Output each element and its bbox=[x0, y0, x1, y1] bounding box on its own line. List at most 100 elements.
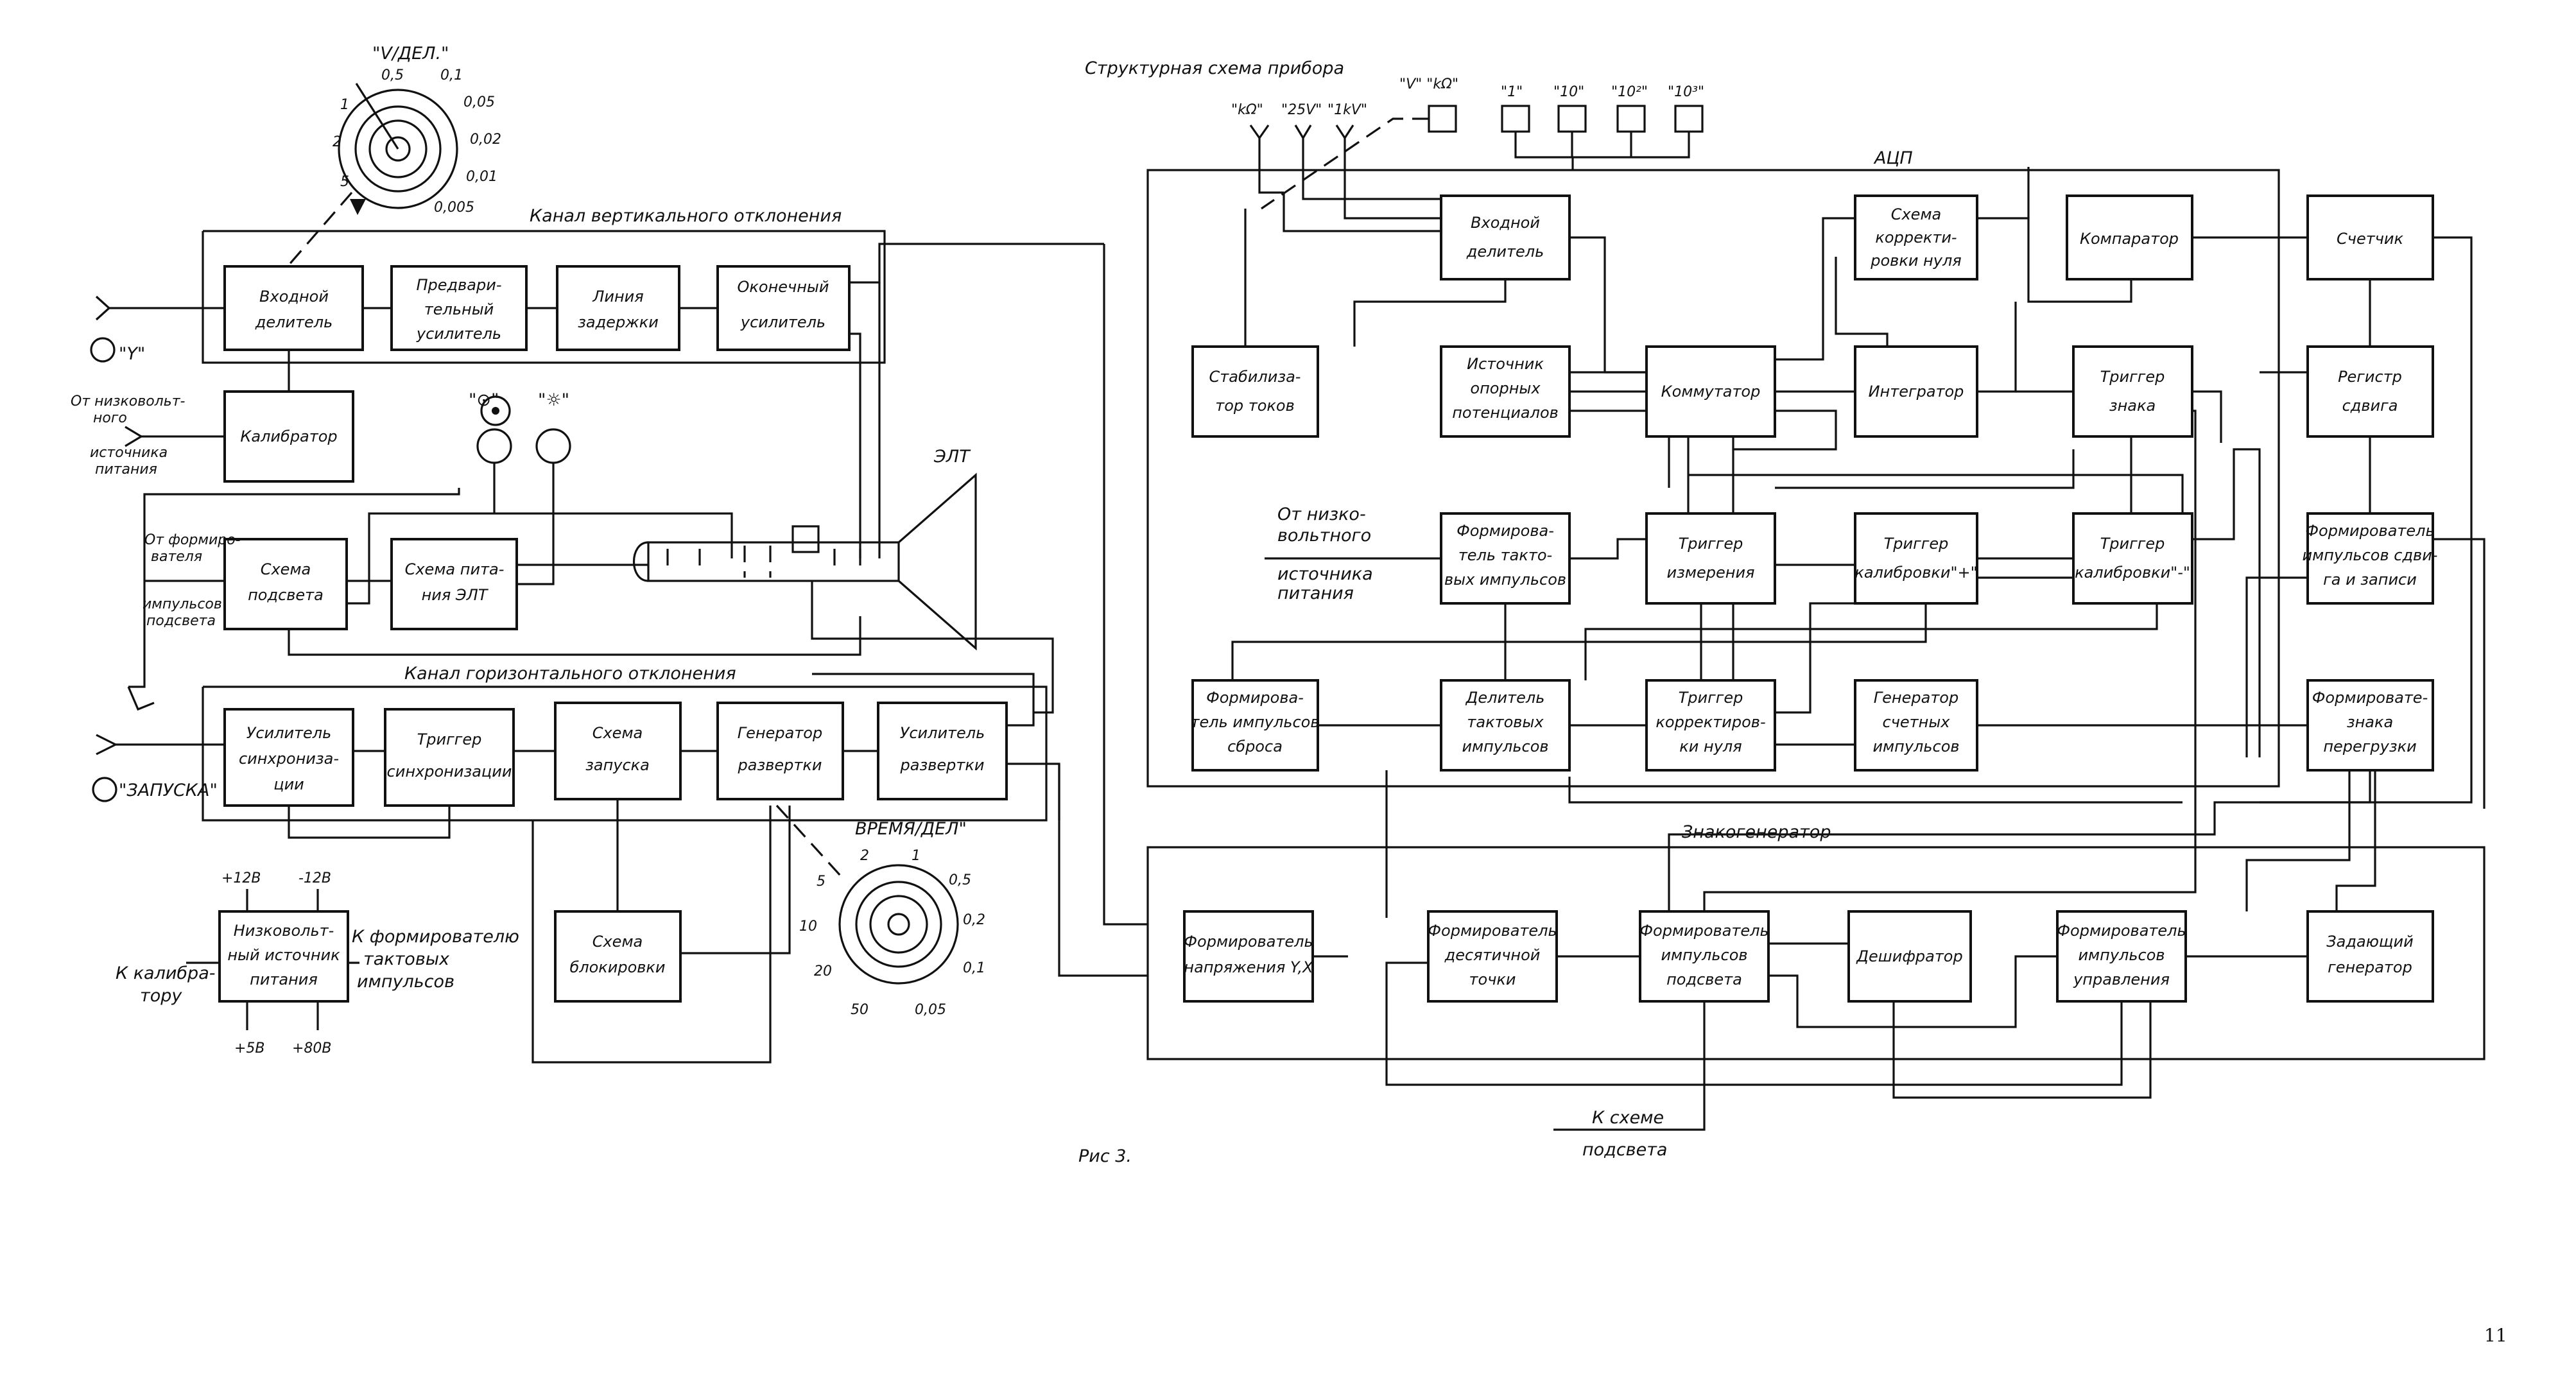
svg-text:синхронизации: синхронизации bbox=[387, 763, 512, 781]
decimal-point-shaper: Формирователь десятичной точки bbox=[1427, 910, 1558, 1003]
reference-source: Источник опорных потенциалов bbox=[1440, 345, 1571, 438]
svg-text:Схема пита-: Схема пита- bbox=[405, 560, 505, 578]
svg-text:Триггер: Триггер bbox=[1679, 689, 1743, 707]
voltmeter-diagram: Структурная схема прибора "kΩ" "25V" "1k… bbox=[1085, 58, 2485, 1160]
svg-text:перегрузки: перегрузки bbox=[2323, 737, 2416, 755]
to-clock-shaper: импульсов bbox=[357, 972, 454, 992]
svg-text:питания: питания bbox=[250, 970, 318, 988]
svg-text:Низковольт-: Низковольт- bbox=[234, 922, 334, 940]
vx-voltage-shaper: Формирователь напряжения Y,X bbox=[1183, 910, 1314, 1003]
crt-tube: ЭЛТ bbox=[633, 447, 977, 651]
svg-text:Триггер: Триггер bbox=[2100, 368, 2165, 386]
control-pulse-shaper: Формирователь импульсов управления bbox=[2056, 910, 2187, 1003]
svg-text:тактовых: тактовых bbox=[1467, 713, 1544, 731]
master-oscillator: Задающий генератор bbox=[2306, 910, 2434, 1003]
svg-text:Триггер: Триггер bbox=[1679, 535, 1743, 553]
svg-text:импульсов сдви-: импульсов сдви- bbox=[2303, 546, 2438, 564]
svg-text:Триггер: Триггер bbox=[417, 730, 482, 748]
sweep-generator: Генератор развертки bbox=[716, 702, 844, 800]
counter: Счетчик bbox=[2306, 194, 2434, 280]
vdiv-tick: 0,01 bbox=[466, 169, 497, 185]
svg-text:га и записи: га и записи bbox=[2323, 571, 2417, 589]
time-tick: 10 bbox=[799, 919, 817, 935]
from-lv-supply-right: источника bbox=[1277, 564, 1373, 584]
svg-text:запуска: запуска bbox=[585, 756, 650, 774]
adc-input-divider: Входной делитель bbox=[1440, 194, 1571, 280]
svg-text:Дешифратор: Дешифратор bbox=[1856, 947, 1962, 965]
svg-text:корректи-: корректи- bbox=[1875, 229, 1957, 246]
svg-text:тор токов: тор токов bbox=[1215, 397, 1295, 415]
svg-text:импульсов: импульсов bbox=[1872, 737, 1959, 755]
svg-text:Делитель: Делитель bbox=[1465, 689, 1545, 707]
svg-text:Формирователь: Формирователь bbox=[2305, 522, 2434, 540]
sign-trigger: Триггер знака bbox=[2072, 345, 2193, 438]
svg-text:Схема: Схема bbox=[592, 724, 643, 742]
comparator: Компаратор bbox=[2066, 194, 2193, 280]
svg-text:Формирова-: Формирова- bbox=[1206, 689, 1304, 707]
commutator: Коммутатор bbox=[1645, 345, 1776, 438]
sync-trigger: Триггер синхронизации bbox=[384, 708, 515, 807]
svg-text:Коммутатор: Коммутатор bbox=[1661, 383, 1761, 401]
preamplifier: Предвари- тельный усилитель bbox=[390, 265, 528, 351]
svg-text:счетных: счетных bbox=[1883, 713, 1951, 731]
vdiv-tick: 0,005 bbox=[434, 200, 474, 216]
sync-input-jack-icon[interactable] bbox=[92, 777, 117, 802]
svg-text:усилитель: усилитель bbox=[416, 325, 501, 343]
to-backlight: подсвета bbox=[1582, 1140, 1667, 1160]
svg-text:знака: знака bbox=[2347, 713, 2393, 731]
brightness-knob-icon[interactable] bbox=[535, 428, 571, 464]
sync-amplifier: Усилитель синхрониза- ции bbox=[223, 708, 354, 807]
svg-text:делитель: делитель bbox=[255, 313, 333, 331]
page-number: 11 bbox=[2484, 1325, 2507, 1346]
to-calibrator: тору bbox=[140, 986, 182, 1006]
svg-text:тель импульсов: тель импульсов bbox=[1191, 713, 1320, 731]
svg-text:усилитель: усилитель bbox=[740, 313, 826, 331]
svg-text:развертки: развертки bbox=[738, 756, 822, 774]
svg-text:синхрониза-: синхрониза- bbox=[239, 750, 339, 768]
y-input-jack-icon[interactable] bbox=[90, 337, 116, 363]
svg-text:Входной: Входной bbox=[1471, 214, 1540, 232]
focus-knob-icon[interactable] bbox=[492, 407, 499, 415]
shift-write-shaper: Формирователь импульсов сдви- га и запис… bbox=[2303, 512, 2438, 605]
svg-text:ния ЭЛТ: ния ЭЛТ bbox=[422, 586, 489, 604]
svg-text:корректиров-: корректиров- bbox=[1655, 713, 1765, 731]
svg-text:Триггер: Триггер bbox=[1884, 535, 1949, 553]
svg-text:Предвари-: Предвари- bbox=[417, 276, 502, 294]
svg-text:Стабилиза-: Стабилиза- bbox=[1209, 368, 1301, 386]
range-input-label: "kΩ" bbox=[1231, 102, 1263, 118]
sweep-amplifier: Усилитель развертки bbox=[877, 702, 1008, 800]
svg-text:калибровки"+": калибровки"+" bbox=[1854, 564, 1977, 582]
crt-label: ЭЛТ bbox=[933, 447, 971, 467]
svg-text:Компаратор: Компаратор bbox=[2080, 230, 2179, 248]
vdiv-tick: 5 bbox=[340, 174, 349, 190]
time-tick: 0,5 bbox=[949, 872, 971, 888]
from-lv-supply: ного bbox=[93, 410, 127, 426]
time-tick: 2 bbox=[860, 848, 869, 864]
svg-text:ный источник: ный источник bbox=[227, 946, 340, 964]
svg-text:импульсов: импульсов bbox=[1661, 946, 1747, 964]
svg-text:Схема: Схема bbox=[261, 560, 311, 578]
from-lv-supply-right: питания bbox=[1277, 583, 1354, 603]
svg-text:сдвига: сдвига bbox=[2342, 397, 2398, 415]
zero-correction-trigger: Триггер корректиров- ки нуля bbox=[1645, 679, 1776, 772]
adc-label: АЦП bbox=[1873, 148, 1913, 168]
svg-text:Усилитель: Усилитель bbox=[900, 724, 985, 742]
range-switch-label: "10²" bbox=[1611, 84, 1648, 100]
range-switch-icons[interactable] bbox=[1428, 105, 1704, 170]
vdiv-label: "V/ДЕЛ." bbox=[372, 44, 449, 64]
blocking-circuit: Схема блокировки bbox=[554, 910, 682, 1003]
calibration-minus-trigger: Триггер калибровки"-" bbox=[2072, 512, 2193, 605]
backlight-circuit: Схема подсвета bbox=[223, 538, 348, 630]
svg-text:Формирователь: Формирователь bbox=[1428, 922, 1557, 940]
from-lv-supply: От низковольт- bbox=[71, 393, 186, 410]
to-clock-shaper: К формирователю bbox=[352, 927, 519, 947]
time-label: ВРЕМЯ/ДЕЛ" bbox=[855, 819, 967, 839]
vert-channel-label: Канал вертикального отклонения bbox=[530, 206, 842, 226]
svg-text:тельный: тельный bbox=[424, 300, 494, 318]
svg-text:десятичной: десятичной bbox=[1444, 946, 1541, 964]
horiz-channel-label: Канал горизонтального отклонения bbox=[404, 664, 736, 684]
svg-text:Генератор: Генератор bbox=[1874, 689, 1958, 707]
vdiv-tick: 0,05 bbox=[463, 94, 495, 110]
range-input-label: "25V" bbox=[1281, 102, 1322, 118]
